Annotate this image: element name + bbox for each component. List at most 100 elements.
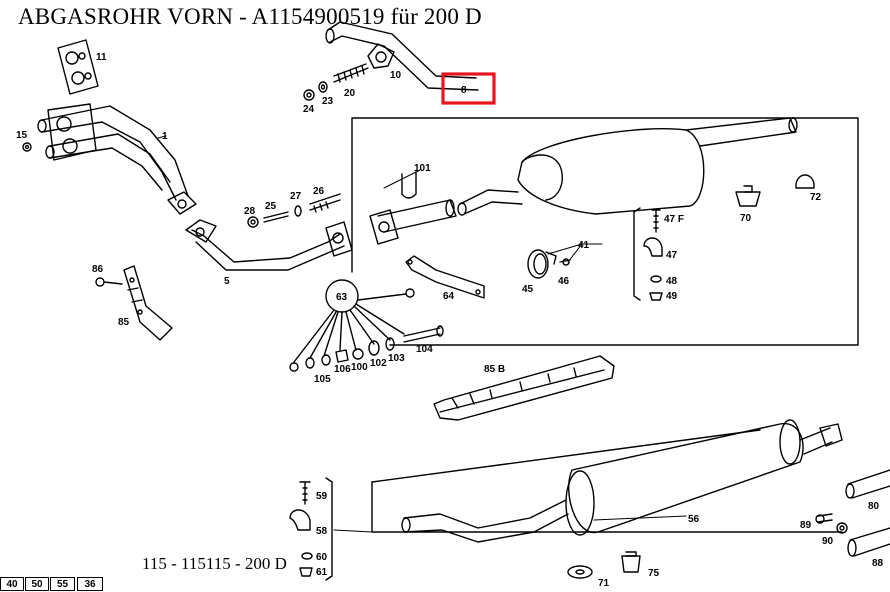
bolt-part-47f[interactable] (651, 209, 661, 233)
label-part-85b[interactable]: 85 B (484, 364, 505, 375)
label-part-72[interactable]: 72 (810, 192, 822, 203)
frame-lower-top (371, 429, 761, 483)
pin-part-25[interactable] (263, 211, 289, 223)
label-part-41[interactable]: 41 (578, 240, 590, 251)
label-part-27[interactable]: 27 (290, 191, 302, 202)
page-tab-1[interactable]: 40 (0, 577, 24, 591)
exhaust-pipe-part-8[interactable] (325, 21, 479, 91)
clamp-part-58[interactable] (289, 509, 311, 531)
label-part-45[interactable]: 45 (522, 284, 534, 295)
heat-shield-part-85b[interactable] (433, 355, 615, 421)
label-part-23[interactable]: 23 (322, 96, 334, 107)
label-part-1[interactable]: 1 (162, 131, 168, 142)
nut-part-90[interactable] (836, 522, 848, 534)
washer-part-27[interactable] (294, 205, 302, 217)
label-part-71[interactable]: 71 (598, 578, 610, 589)
clamp-part-47[interactable] (643, 237, 663, 257)
label-part-101[interactable]: 101 (414, 163, 431, 174)
label-part-28[interactable]: 28 (244, 206, 256, 217)
rubber-mount-part-72[interactable] (795, 174, 815, 189)
bracket-part-85[interactable] (123, 265, 173, 341)
label-part-25[interactable]: 25 (265, 201, 277, 212)
washer-part-23[interactable] (318, 81, 328, 93)
label-part-89[interactable]: 89 (800, 520, 812, 531)
label-part-70[interactable]: 70 (740, 213, 752, 224)
label-part-49[interactable]: 49 (666, 291, 678, 302)
spring-part-20[interactable] (333, 63, 369, 83)
label-part-60[interactable]: 60 (316, 552, 328, 563)
footer-caption: 115 - 115115 - 200 D (142, 554, 287, 573)
washer-part-71[interactable] (567, 565, 593, 579)
label-part-56[interactable]: 56 (688, 514, 700, 525)
label-part-75[interactable]: 75 (648, 568, 660, 579)
fastener-kit-part-63[interactable] (293, 279, 407, 363)
pipe-part-80[interactable] (845, 469, 890, 499)
bracket-58-61 (325, 477, 333, 581)
highlight-box-part-8 (441, 72, 496, 105)
page-tab-3[interactable]: 55 (50, 577, 75, 591)
nut-part-61[interactable] (299, 567, 313, 577)
u-bolt-part-101[interactable] (401, 171, 417, 199)
bracket-part-64[interactable] (405, 255, 485, 299)
label-part-88[interactable]: 88 (872, 558, 884, 569)
nut-63-top[interactable] (405, 288, 415, 298)
bolt-part-104[interactable] (403, 325, 444, 343)
label-part-15[interactable]: 15 (16, 130, 28, 141)
label-part-63[interactable]: 63 (336, 292, 348, 303)
bolt-part-86[interactable] (95, 277, 123, 287)
label-part-11[interactable]: 11 (96, 52, 107, 63)
clamp-part-45[interactable] (527, 249, 557, 279)
label-part-26[interactable]: 26 (313, 186, 325, 197)
label-part-80[interactable]: 80 (868, 501, 880, 512)
part-labels: 11 1 15 8 10 20 23 24 26 27 28 25 5 86 8… (16, 52, 884, 589)
label-part-85[interactable]: 85 (118, 317, 130, 328)
label-part-59[interactable]: 59 (316, 491, 328, 502)
label-part-103[interactable]: 103 (388, 353, 405, 364)
rubber-mount-part-75[interactable] (621, 551, 641, 573)
page-title: ABGASROHR VORN - A1154900519 für 200 D (18, 4, 482, 29)
intermediate-pipe-part-5[interactable] (185, 219, 353, 271)
label-part-102[interactable]: 102 (370, 358, 387, 369)
label-part-106[interactable]: 106 (334, 364, 351, 375)
label-part-48[interactable]: 48 (666, 276, 678, 287)
washer-part-60[interactable] (301, 552, 313, 560)
page-tab-4[interactable]: 36 (77, 577, 103, 591)
label-part-10[interactable]: 10 (390, 70, 402, 81)
washer-part-48[interactable] (650, 275, 662, 283)
bolt-part-46[interactable] (559, 258, 571, 266)
rear-muffler-part-56[interactable] (401, 419, 843, 543)
label-part-47f[interactable]: 47 F (664, 214, 684, 225)
page-tab-2[interactable]: 50 (25, 577, 49, 591)
label-part-86[interactable]: 86 (92, 264, 104, 275)
label-part-24[interactable]: 24 (303, 104, 315, 115)
label-part-90[interactable]: 90 (822, 536, 834, 547)
label-part-64[interactable]: 64 (443, 291, 455, 302)
label-part-100[interactable]: 100 (351, 362, 368, 373)
muffler-upper[interactable] (457, 117, 798, 216)
bolt-part-26[interactable] (309, 193, 341, 213)
label-part-46[interactable]: 46 (558, 276, 570, 287)
front-pipe-part-1[interactable] (37, 103, 197, 215)
small-fasteners[interactable] (289, 337, 395, 372)
nut-part-24[interactable] (303, 89, 315, 101)
nut-part-28[interactable] (247, 216, 259, 228)
pipe-stub[interactable] (369, 199, 457, 245)
label-part-5[interactable]: 5 (224, 276, 230, 287)
label-part-8[interactable]: 8 (461, 85, 467, 96)
frame-upper (351, 117, 859, 346)
label-part-58[interactable]: 58 (316, 526, 328, 537)
label-part-20[interactable]: 20 (344, 88, 356, 99)
label-part-47[interactable]: 47 (666, 250, 678, 261)
flange-part-10[interactable] (367, 43, 395, 69)
nut-part-49[interactable] (649, 292, 663, 301)
nut-part-15[interactable] (22, 142, 32, 152)
rubber-mount-part-70[interactable] (735, 185, 761, 207)
label-part-61[interactable]: 61 (316, 567, 328, 578)
bolt-part-59[interactable] (299, 481, 311, 505)
bolt-part-89[interactable] (815, 513, 833, 524)
gasket-part-11[interactable] (57, 39, 99, 95)
label-part-104[interactable]: 104 (416, 344, 433, 355)
pipe-part-88[interactable] (847, 527, 890, 557)
label-part-105[interactable]: 105 (314, 374, 331, 385)
